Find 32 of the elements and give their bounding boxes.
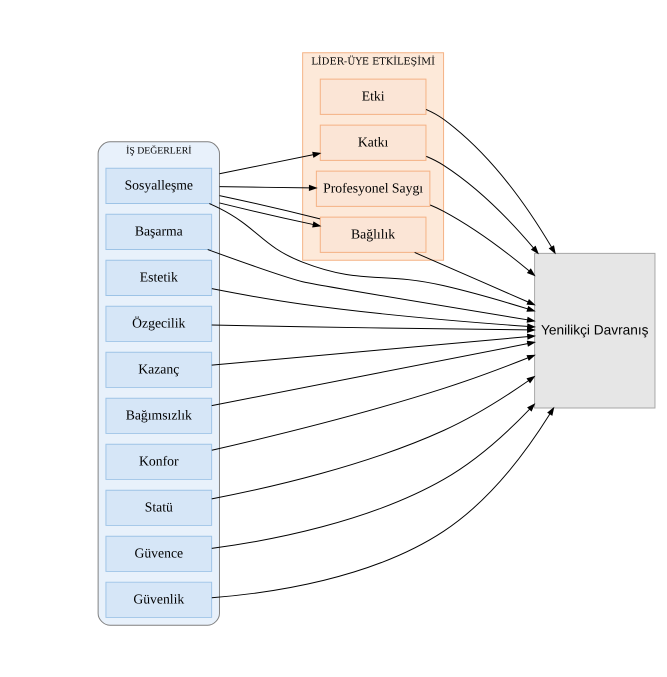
node-box: Profesyonel Saygı [316, 170, 430, 206]
arrow [218, 184, 318, 190]
node-box: Kazanç [105, 351, 212, 388]
arrow [211, 288, 536, 329]
node-box: Bağımsızlık [105, 397, 212, 434]
node-box: Etki [320, 78, 426, 114]
node-box: Sosyalleşme [105, 167, 212, 204]
connector [218, 194, 320, 219]
arrow [211, 354, 536, 450]
node-box: Özgecilik [105, 305, 212, 342]
arrow [426, 155, 539, 254]
node-box: Yenilikçi Davranış [534, 252, 656, 408]
arrow [218, 151, 322, 174]
node-box: Katkı [320, 124, 426, 160]
arrow [211, 340, 536, 406]
node-box: Başarma [105, 213, 212, 250]
node-box: Bağlılık [320, 216, 426, 252]
node-box: Konfor [105, 443, 212, 480]
arrow [218, 202, 322, 227]
arrow [426, 108, 556, 254]
node-box: Güvence [105, 535, 212, 572]
node-box: Güvenlik [105, 581, 212, 618]
arrow [430, 204, 536, 276]
node-box: Estetik [105, 259, 212, 296]
arrow [211, 375, 536, 499]
arrow [414, 251, 536, 305]
arrow [207, 248, 536, 322]
arrow [211, 406, 554, 598]
arrow [211, 402, 536, 548]
node-box: Statü [105, 489, 212, 526]
arrow [208, 202, 536, 312]
arrow [211, 333, 536, 366]
